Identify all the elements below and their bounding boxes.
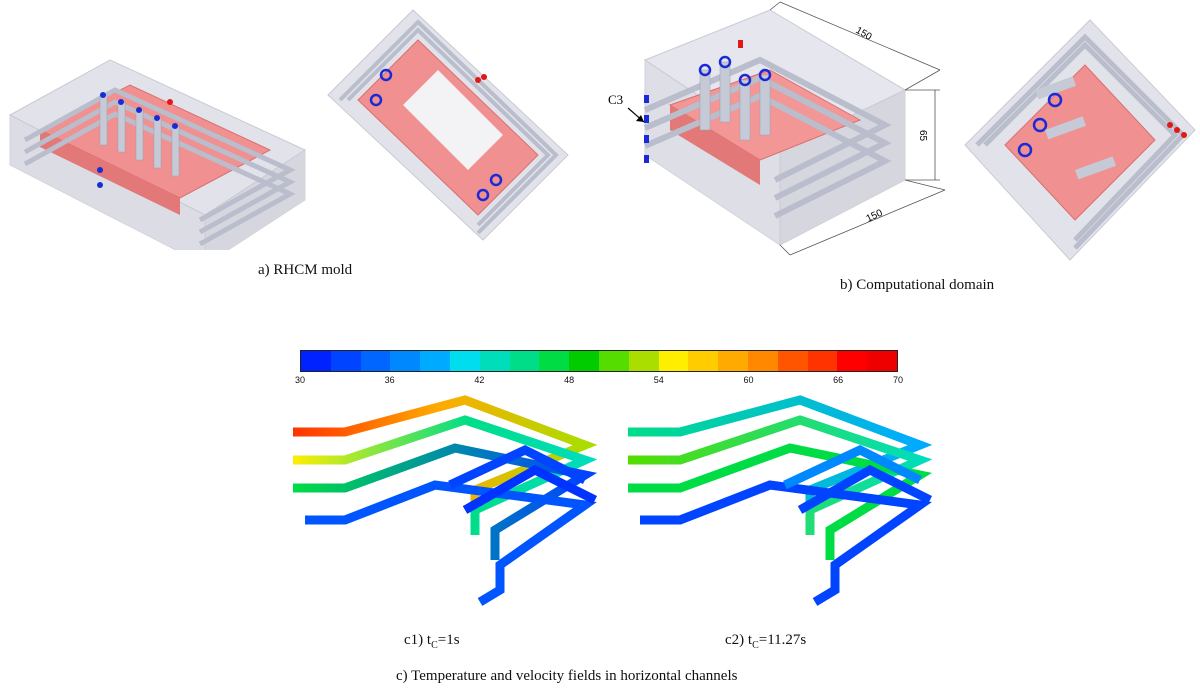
caption-c1-prefix: c1) t [404, 632, 432, 648]
colorbar-segment [569, 351, 599, 371]
colorbar-segment [688, 351, 719, 371]
colorbar-segment [867, 351, 897, 371]
computational-domain-figure: 150 65 150 C3 [608, 1, 946, 256]
colorbar-gradient [300, 350, 898, 372]
colorbar-segment [718, 351, 748, 371]
colorbar-tick-label: 60 [743, 375, 754, 385]
caption-c1-sub: C [431, 640, 438, 651]
colorbar-segment [539, 351, 570, 371]
c3-label: C3 [608, 92, 623, 107]
colorbar-tick-label: 48 [564, 375, 575, 385]
colorbar-segment [658, 351, 689, 371]
dimension-bottom-label: 150 [865, 208, 885, 225]
colorbar-segment [360, 351, 391, 371]
colorbar-tick-label: 54 [653, 375, 664, 385]
colorbar-segment [479, 351, 510, 371]
colorbar-segment [301, 351, 331, 371]
caption-c: c) Temperature and velocity fields in ho… [396, 668, 738, 684]
colorbar-segment [837, 351, 868, 371]
colorbar-tick-label: 70 [892, 375, 904, 385]
caption-c2-sub: C [752, 640, 759, 651]
caption-c1: c1) tC=1s [404, 632, 460, 651]
rhcm-mold-rotated-view [327, 9, 569, 241]
colorbar-tick-label: 66 [833, 375, 844, 385]
colorbar-tick-label: 36 [384, 375, 395, 385]
caption-c2-prefix: c2) t [725, 632, 753, 648]
caption-c2-suffix: =11.27s [758, 632, 807, 648]
caption-c1-suffix: =1s [437, 632, 460, 648]
colorbar-segment [330, 351, 361, 371]
temperature-colorbar: 30 36 42 48 54 60 66 70 [295, 350, 903, 386]
colorbar-segment [807, 351, 838, 371]
computational-domain-rotated-view [964, 19, 1196, 261]
dimension-side-label: 65 [917, 130, 928, 142]
colorbar-tick-label: 30 [294, 375, 306, 385]
colorbar-tick-label: 42 [474, 375, 485, 385]
channel-field-t1127 [628, 395, 933, 606]
colorbar-segment [390, 351, 421, 371]
colorbar-segment [747, 351, 778, 371]
channel-field-t1 [293, 395, 598, 606]
colorbar-segment [777, 351, 808, 371]
colorbar-segment [420, 351, 450, 371]
caption-b: b) Computational domain [840, 277, 995, 293]
colorbar-segment [628, 351, 659, 371]
caption-c2: c2) tC=11.27s [725, 632, 806, 651]
colorbar-segment [509, 351, 540, 371]
colorbar-segment [449, 351, 480, 371]
rhcm-mold-figure [8, 59, 307, 250]
colorbar-segment [598, 351, 629, 371]
caption-a: a) RHCM mold [258, 262, 353, 278]
